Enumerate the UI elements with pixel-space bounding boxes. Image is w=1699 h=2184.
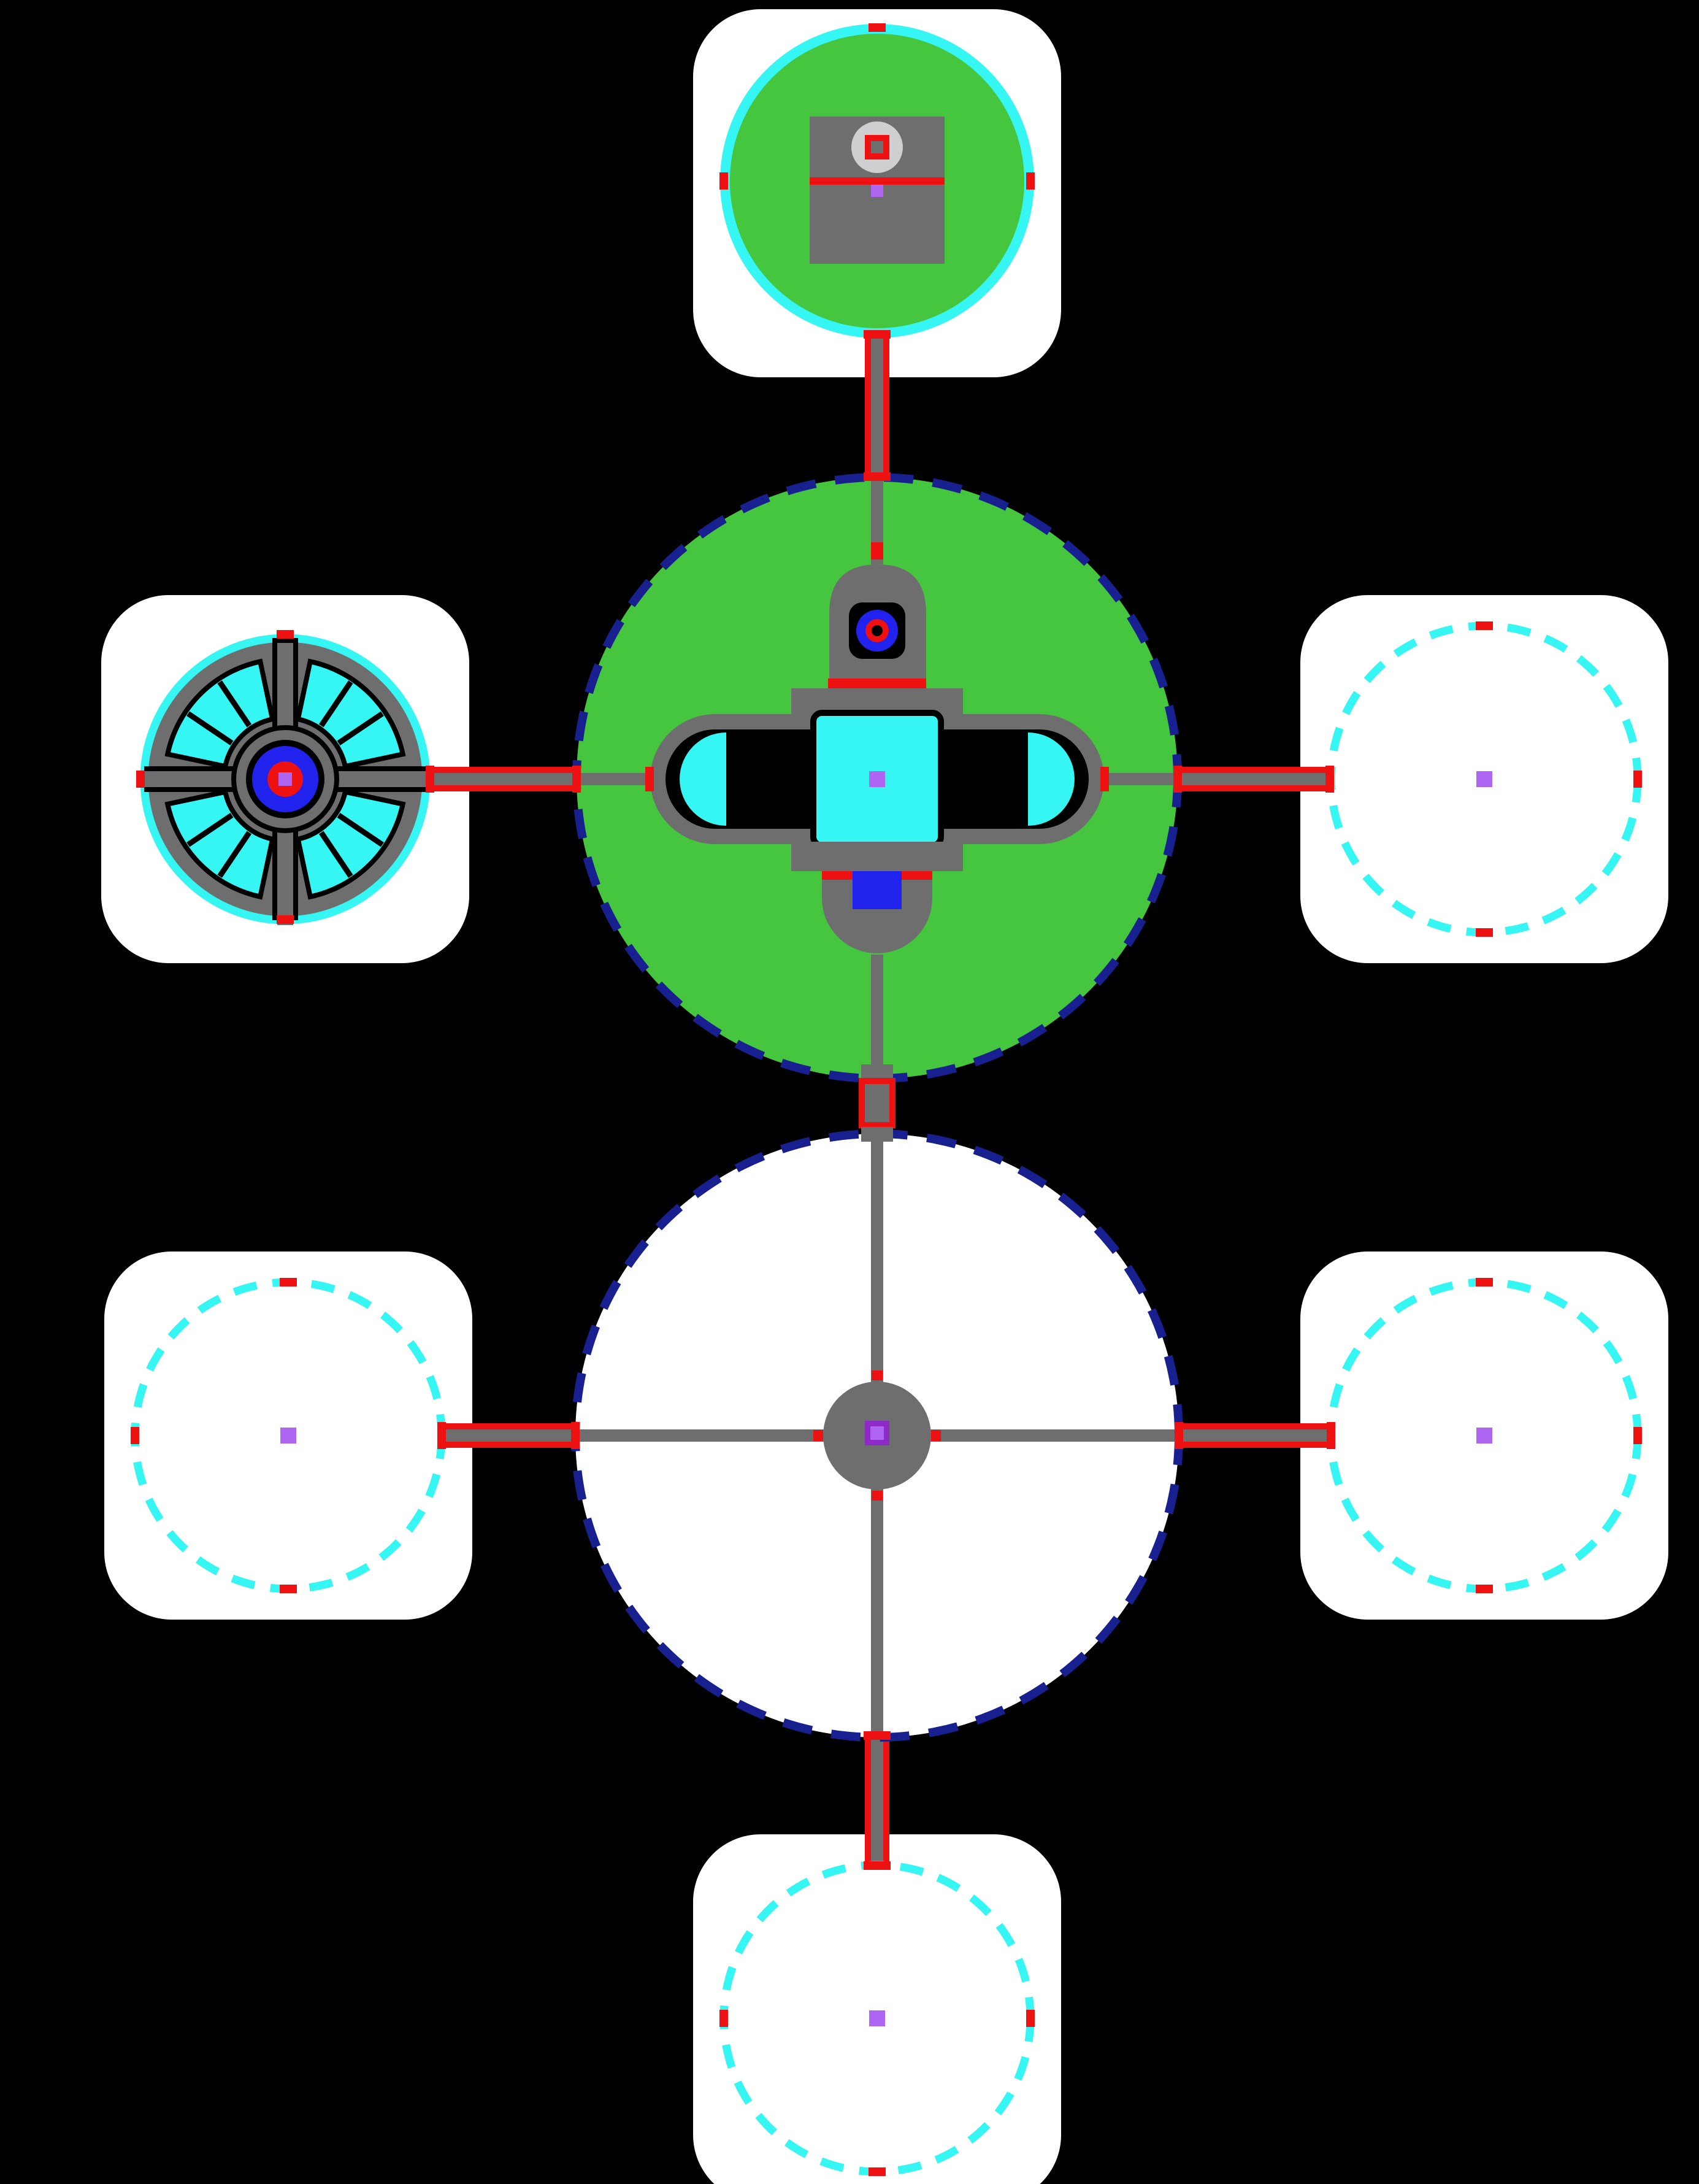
pedestal-vent-east: [902, 871, 932, 880]
command-marker: [871, 185, 883, 197]
rim-dot-lower-right-south: [1476, 1585, 1493, 1593]
command-beam: [810, 177, 945, 185]
disc-fan-blade-2: [164, 789, 275, 900]
node-lower-left-outpost-marker: [280, 1428, 296, 1444]
hull-pod-west: [680, 732, 726, 826]
hub-tick-north: [872, 1371, 883, 1380]
hub-tick-west: [813, 1430, 823, 1441]
gate-central-lower-floor: [865, 1084, 889, 1122]
door-fortress-east[interactable]: [1173, 766, 1182, 793]
disc-fan-separator: [217, 680, 252, 728]
disc-fan-blade-3: [164, 658, 275, 769]
rim-dot-lower-right-north: [1476, 1278, 1493, 1286]
disc-fan-blade-1: [295, 789, 406, 900]
disc-fan-separator: [318, 680, 353, 728]
hull-collar-bottom: [791, 842, 963, 871]
rim-dot-top-base-north: [869, 23, 886, 32]
disc-fan-separator: [186, 711, 234, 746]
rim-dot-bottom-east: [1026, 2010, 1035, 2027]
pedestal: [822, 880, 932, 953]
corridor-mid-right[interactable]: [1178, 773, 1330, 785]
disc-fan-separator: [217, 831, 252, 878]
rim-dot-lower-left-west: [131, 1427, 139, 1444]
hub-core: [870, 1426, 884, 1440]
corridor-mid-left[interactable]: [430, 773, 577, 785]
corridor-top[interactable]: [871, 334, 883, 477]
command-ring-core: [871, 141, 883, 153]
rim-dot-lower-left-north: [280, 1278, 297, 1286]
door-shield-disc-east[interactable]: [426, 766, 434, 793]
disc-fan-blade-4: [295, 658, 406, 769]
disc-fan-separator: [337, 711, 384, 746]
rim-dot-shield-disc-south: [277, 915, 294, 924]
door-lower-right-west[interactable]: [1327, 1422, 1335, 1449]
core-marker: [869, 771, 885, 787]
door-hull-east[interactable]: [1100, 767, 1109, 791]
door-bottom-outpost-north[interactable]: [864, 1861, 891, 1870]
corridor-low-right[interactable]: [1179, 1429, 1331, 1442]
fortress-track-east: [1103, 773, 1178, 785]
hub-tick-south: [872, 1491, 883, 1501]
pedestal-vent-west: [822, 871, 853, 880]
rim-dot-shield-disc-north: [277, 630, 294, 639]
disc-fan-separator: [337, 812, 384, 847]
disc-fan-separator: [318, 831, 353, 878]
hub-tick-east: [931, 1430, 941, 1441]
door-hub-west[interactable]: [571, 1422, 580, 1449]
door-hub-east[interactable]: [1175, 1422, 1183, 1449]
gate-central-lower-stub-bottom: [861, 1127, 893, 1142]
door-right-outpost-west[interactable]: [1325, 766, 1334, 793]
disc-fan-separator: [186, 812, 234, 847]
reactor-block: [853, 871, 902, 909]
rim-dot-right-outpost-east: [1633, 771, 1642, 788]
rim-dot-lower-left-south: [280, 1585, 297, 1593]
rim-dot-top-base-west: [719, 172, 728, 190]
gate-central-lower-stub-top: [861, 1064, 893, 1079]
door-top-base-south[interactable]: [864, 330, 891, 339]
fortress-track-west: [577, 773, 651, 785]
door-hub-south[interactable]: [864, 1731, 891, 1740]
rim-dot-right-outpost-north: [1476, 621, 1493, 630]
door-fortress-inner-north[interactable]: [871, 542, 883, 559]
corridor-low-left[interactable]: [442, 1429, 575, 1442]
rim-dot-shield-disc-west: [136, 771, 145, 788]
rim-dot-lower-right-east: [1633, 1427, 1642, 1444]
node-bottom-outpost-marker: [869, 2010, 885, 2026]
door-hull-west[interactable]: [645, 767, 654, 791]
turret-hatch: [828, 679, 926, 688]
rim-dot-right-outpost-south: [1476, 928, 1493, 937]
door-lower-left-east[interactable]: [437, 1422, 446, 1449]
hull-pod-east: [1028, 732, 1075, 826]
rim-dot-bottom-south: [869, 2167, 886, 2176]
node-lower-right-outpost-marker: [1476, 1428, 1492, 1444]
corridor-bottom[interactable]: [871, 1737, 883, 1865]
fortress-track-south: [871, 955, 883, 1079]
door-fortress-west[interactable]: [572, 766, 581, 793]
rim-dot-bottom-west: [719, 2010, 728, 2027]
rim-dot-top-base-east: [1026, 172, 1035, 190]
node-right-outpost-marker: [1476, 771, 1492, 787]
door-fortress-north[interactable]: [864, 472, 891, 481]
disc-marker: [278, 772, 292, 786]
turret-eye-pupil-icon: [872, 625, 883, 636]
